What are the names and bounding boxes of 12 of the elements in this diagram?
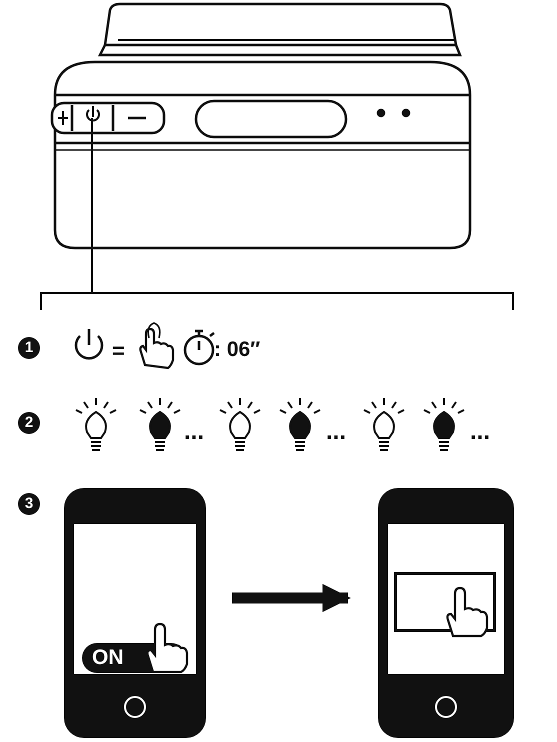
smartphone xyxy=(64,488,206,738)
duration-text: : 06″ xyxy=(214,338,260,362)
step-number: 1 xyxy=(18,337,40,359)
smartphone xyxy=(378,488,514,738)
arrow xyxy=(232,584,351,612)
ellipsis: ... xyxy=(184,418,204,446)
ellipsis: ... xyxy=(470,418,490,446)
equals-sign: = xyxy=(112,338,125,364)
step-number: 2 xyxy=(18,412,40,434)
step-number: 3 xyxy=(18,493,40,515)
toggle-label: ON xyxy=(92,646,124,670)
ellipsis: ... xyxy=(326,418,346,446)
